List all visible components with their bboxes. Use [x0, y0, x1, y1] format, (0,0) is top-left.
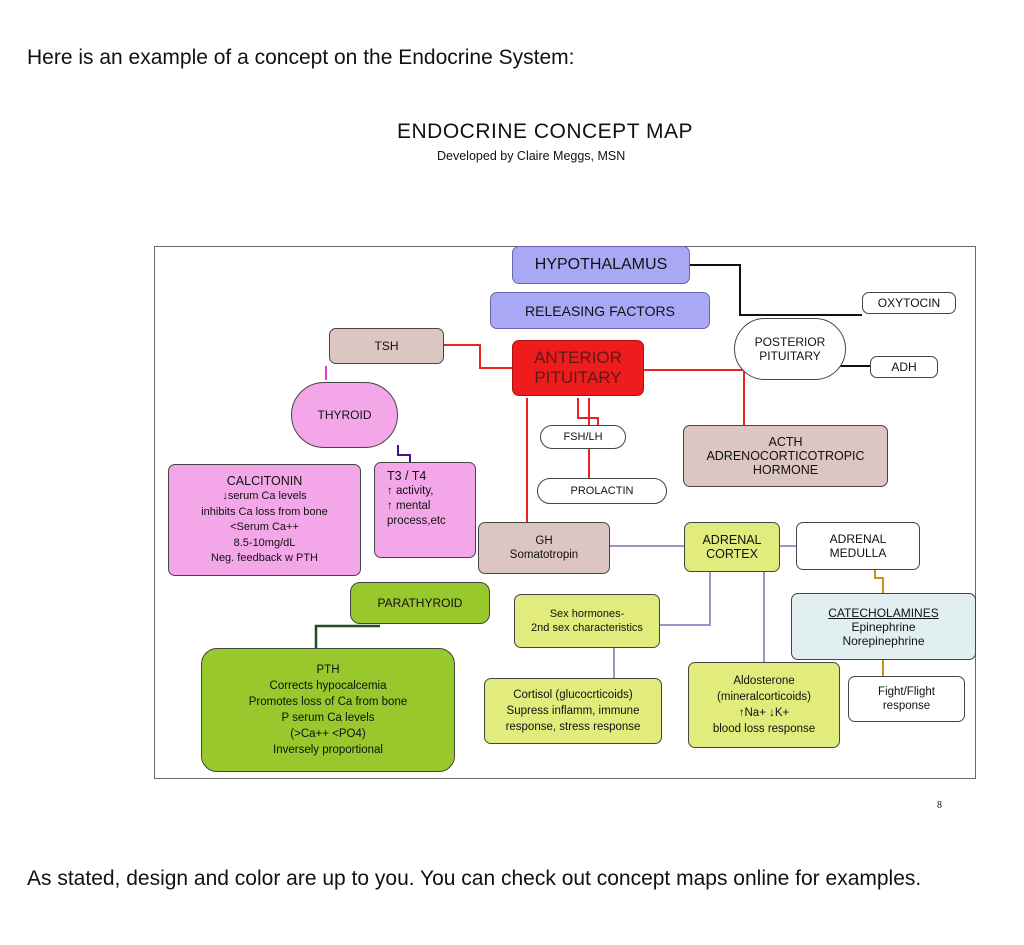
posterior-pituitary-node: POSTERIOR PITUITARY	[734, 318, 846, 380]
connector-cortex-sex-hormones	[660, 572, 711, 626]
t3-t4-node: T3 / T4 ↑ activity, ↑ mental process,etc	[374, 462, 476, 558]
calcitonin-node: CALCITONIN ↓serum Ca levels inhibits Ca …	[168, 464, 361, 576]
pth-node: PTH Corrects hypocalcemia Promotes loss …	[201, 648, 455, 772]
tsh-node: TSH	[329, 328, 444, 364]
connector-medulla-catecholamines	[874, 570, 884, 593]
adrenal-medulla-node: ADRENAL MEDULLA	[796, 522, 920, 570]
catecholamines-node: CATECHOLAMINES Epinephrine Norepinephrin…	[791, 593, 976, 660]
sex-hormones-node: Sex hormones- 2nd sex characteristics	[514, 594, 660, 648]
intro-text: Here is an example of a concept on the E…	[27, 46, 575, 69]
connector-anterior-acth	[644, 369, 745, 425]
fight-flight-node: Fight/Flight response	[848, 676, 965, 722]
map-title: ENDOCRINE CONCEPT MAP	[397, 120, 693, 143]
acth-node: ACTH ADRENOCORTICOTROPIC HORMONE	[683, 425, 888, 487]
connector-parathyroid-pth	[314, 624, 380, 648]
map-subtitle: Developed by Claire Meggs, MSN	[437, 149, 626, 163]
releasing-factors-node: RELEASING FACTORS	[490, 292, 710, 329]
connector-hypothalamus-oxytocin	[690, 264, 862, 316]
hypothalamus-node: HYPOTHALAMUS	[512, 246, 690, 284]
thyroid-node: THYROID	[291, 382, 398, 448]
connector-tsh-anterior	[444, 344, 512, 369]
oxytocin-node: OXYTOCIN	[862, 292, 956, 314]
connector-thyroid-t3t4	[397, 445, 411, 462]
aldosterone-node: Aldosterone (mineralcorticoids) ↑Na+ ↓K+…	[688, 662, 840, 748]
parathyroid-node: PARATHYROID	[350, 582, 490, 624]
gh-node: GH Somatotropin	[478, 522, 610, 574]
prolactin-node: PROLACTIN	[537, 478, 667, 504]
page-number: 8	[937, 800, 942, 811]
outro-text: As stated, design and color are up to yo…	[27, 867, 922, 890]
anterior-pituitary-node: ANTERIOR PITUITARY	[512, 340, 644, 396]
adh-node: ADH	[870, 356, 938, 378]
fsh-lh-node: FSH/LH	[540, 425, 626, 449]
adrenal-cortex-node: ADRENAL CORTEX	[684, 522, 780, 572]
cortisol-node: Cortisol (glucocrticoids) Supress inflam…	[484, 678, 662, 744]
